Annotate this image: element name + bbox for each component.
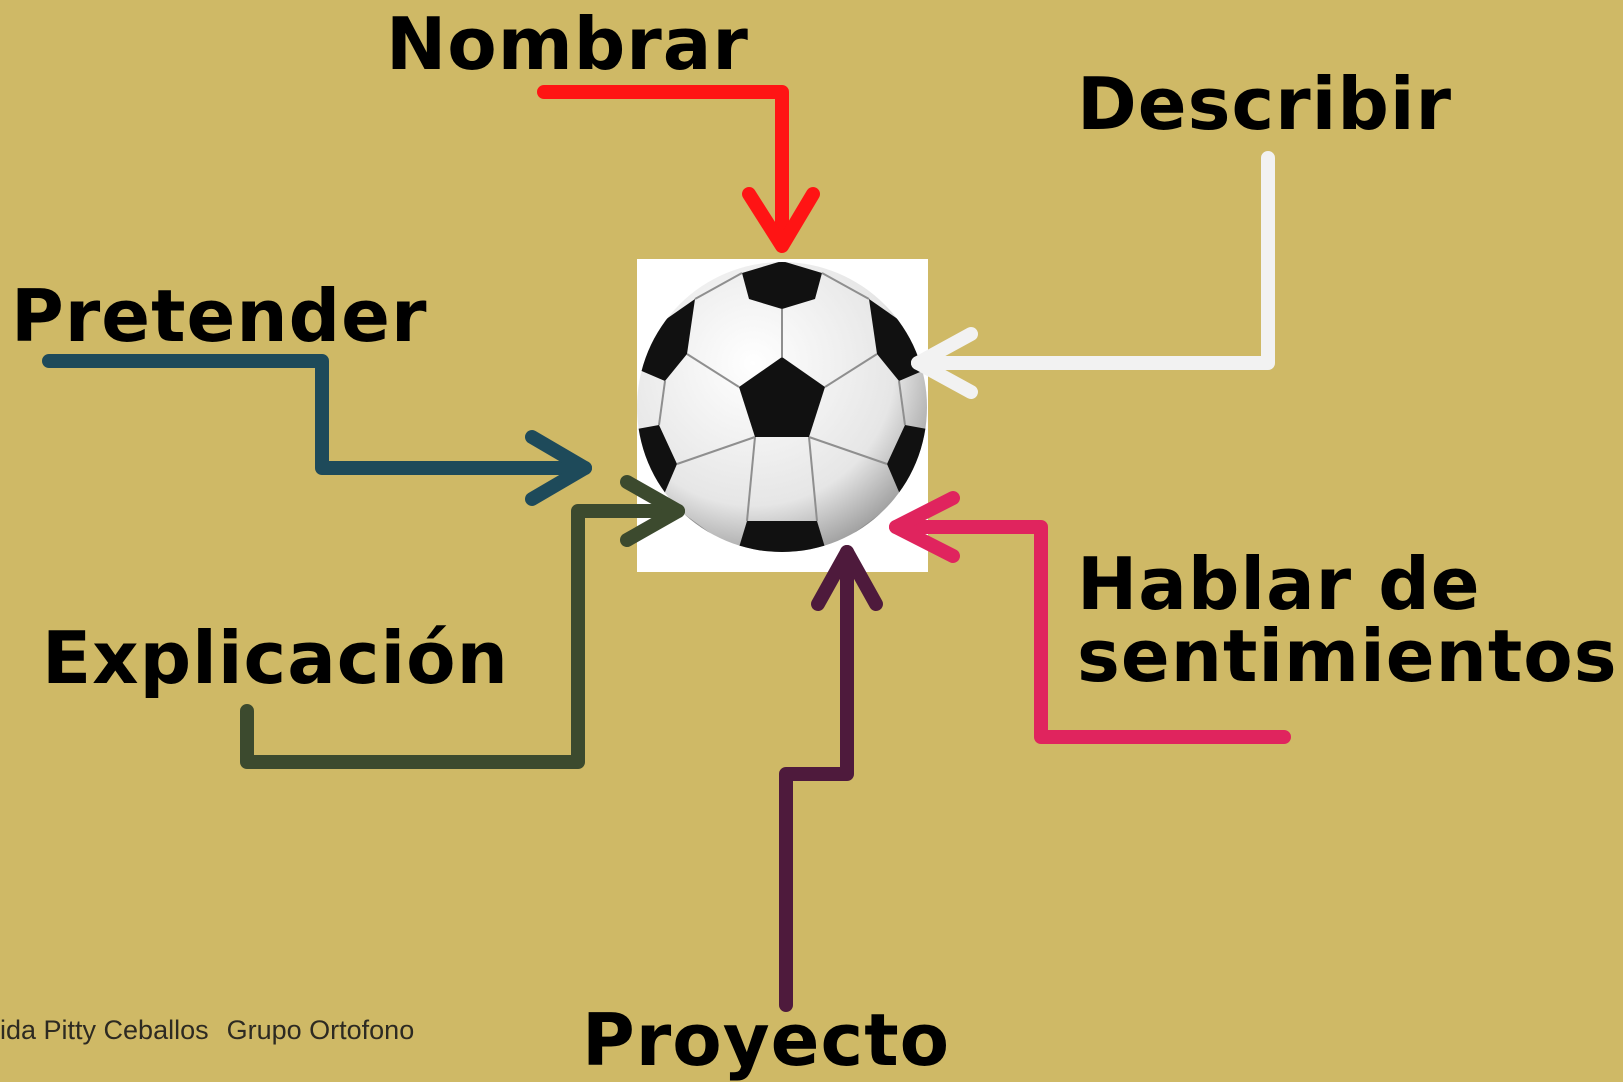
arrow-pretender (42, 354, 592, 506)
arrow-explicacion (240, 475, 685, 769)
label-hablar-line2: sentimientos (1077, 614, 1618, 698)
arrow-nombrar (537, 85, 820, 253)
label-pretender: Pretender (11, 274, 428, 358)
label-hablar-de-sentimientos: Hablar de sentimientos (1077, 548, 1618, 692)
arrow-hablar (889, 491, 1291, 744)
arrow-proyecto (779, 545, 883, 1012)
arrow-describir (911, 151, 1275, 399)
label-hablar-line1: Hablar de (1077, 542, 1481, 626)
footer-credits: lida Pitty Ceballos Grupo Ortofono (0, 1015, 414, 1046)
label-proyecto: Proyecto (582, 998, 951, 1082)
footer-author: lida Pitty Ceballos (0, 1015, 209, 1045)
soccer-ball-image (637, 259, 928, 572)
label-nombrar: Nombrar (386, 2, 749, 86)
soccer-ball-icon (637, 262, 927, 552)
label-explicacion: Explicación (42, 616, 509, 700)
label-describir: Describir (1077, 62, 1453, 146)
footer-group: Grupo Ortofono (226, 1015, 415, 1045)
